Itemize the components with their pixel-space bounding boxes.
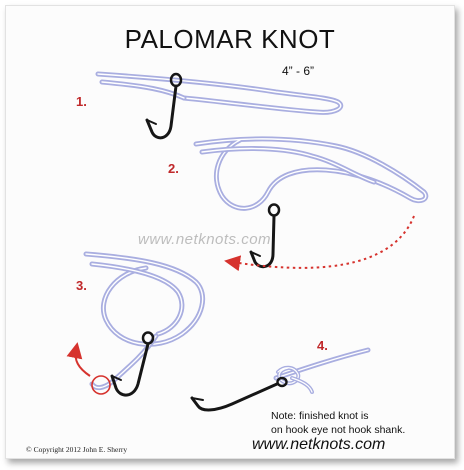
step3-loop-highlight [91, 375, 111, 395]
tag-length-label: 4” - 6” [282, 64, 315, 78]
copyright-text: © Copyright 2012 John E. Sherry [26, 445, 128, 454]
step-number-4: 4. [317, 338, 328, 353]
step2-hook-icon [249, 203, 281, 269]
step4-hook-icon [190, 376, 288, 412]
site-url: www.netknots.com [252, 436, 386, 453]
watermark-text: www.netknots.com [138, 231, 272, 248]
diagram-title: PALOMAR KNOT [124, 24, 336, 54]
step-number-2: 2. [168, 161, 179, 176]
step-number-1: 1. [76, 94, 87, 109]
step3-direction-arrow [66, 342, 91, 377]
step-number-3: 3. [76, 278, 87, 293]
step1-line [95, 71, 344, 115]
step4-line [273, 347, 371, 394]
note-line-1: Note: finished knot is [271, 410, 369, 422]
step3-line [83, 251, 206, 391]
step3-hook-icon [110, 331, 155, 397]
diagram-frame: PALOMAR KNOT 4” - 6” 1. 2. 3. 4. www.net… [5, 5, 455, 459]
note-line-2: on hook eye not hook shank. [271, 424, 406, 436]
step2-line [193, 136, 429, 211]
finished-knot-note: Note: finished knot is on hook eye not h… [271, 409, 405, 437]
step1-hook-icon [145, 72, 183, 140]
knot-illustration [66, 71, 429, 412]
